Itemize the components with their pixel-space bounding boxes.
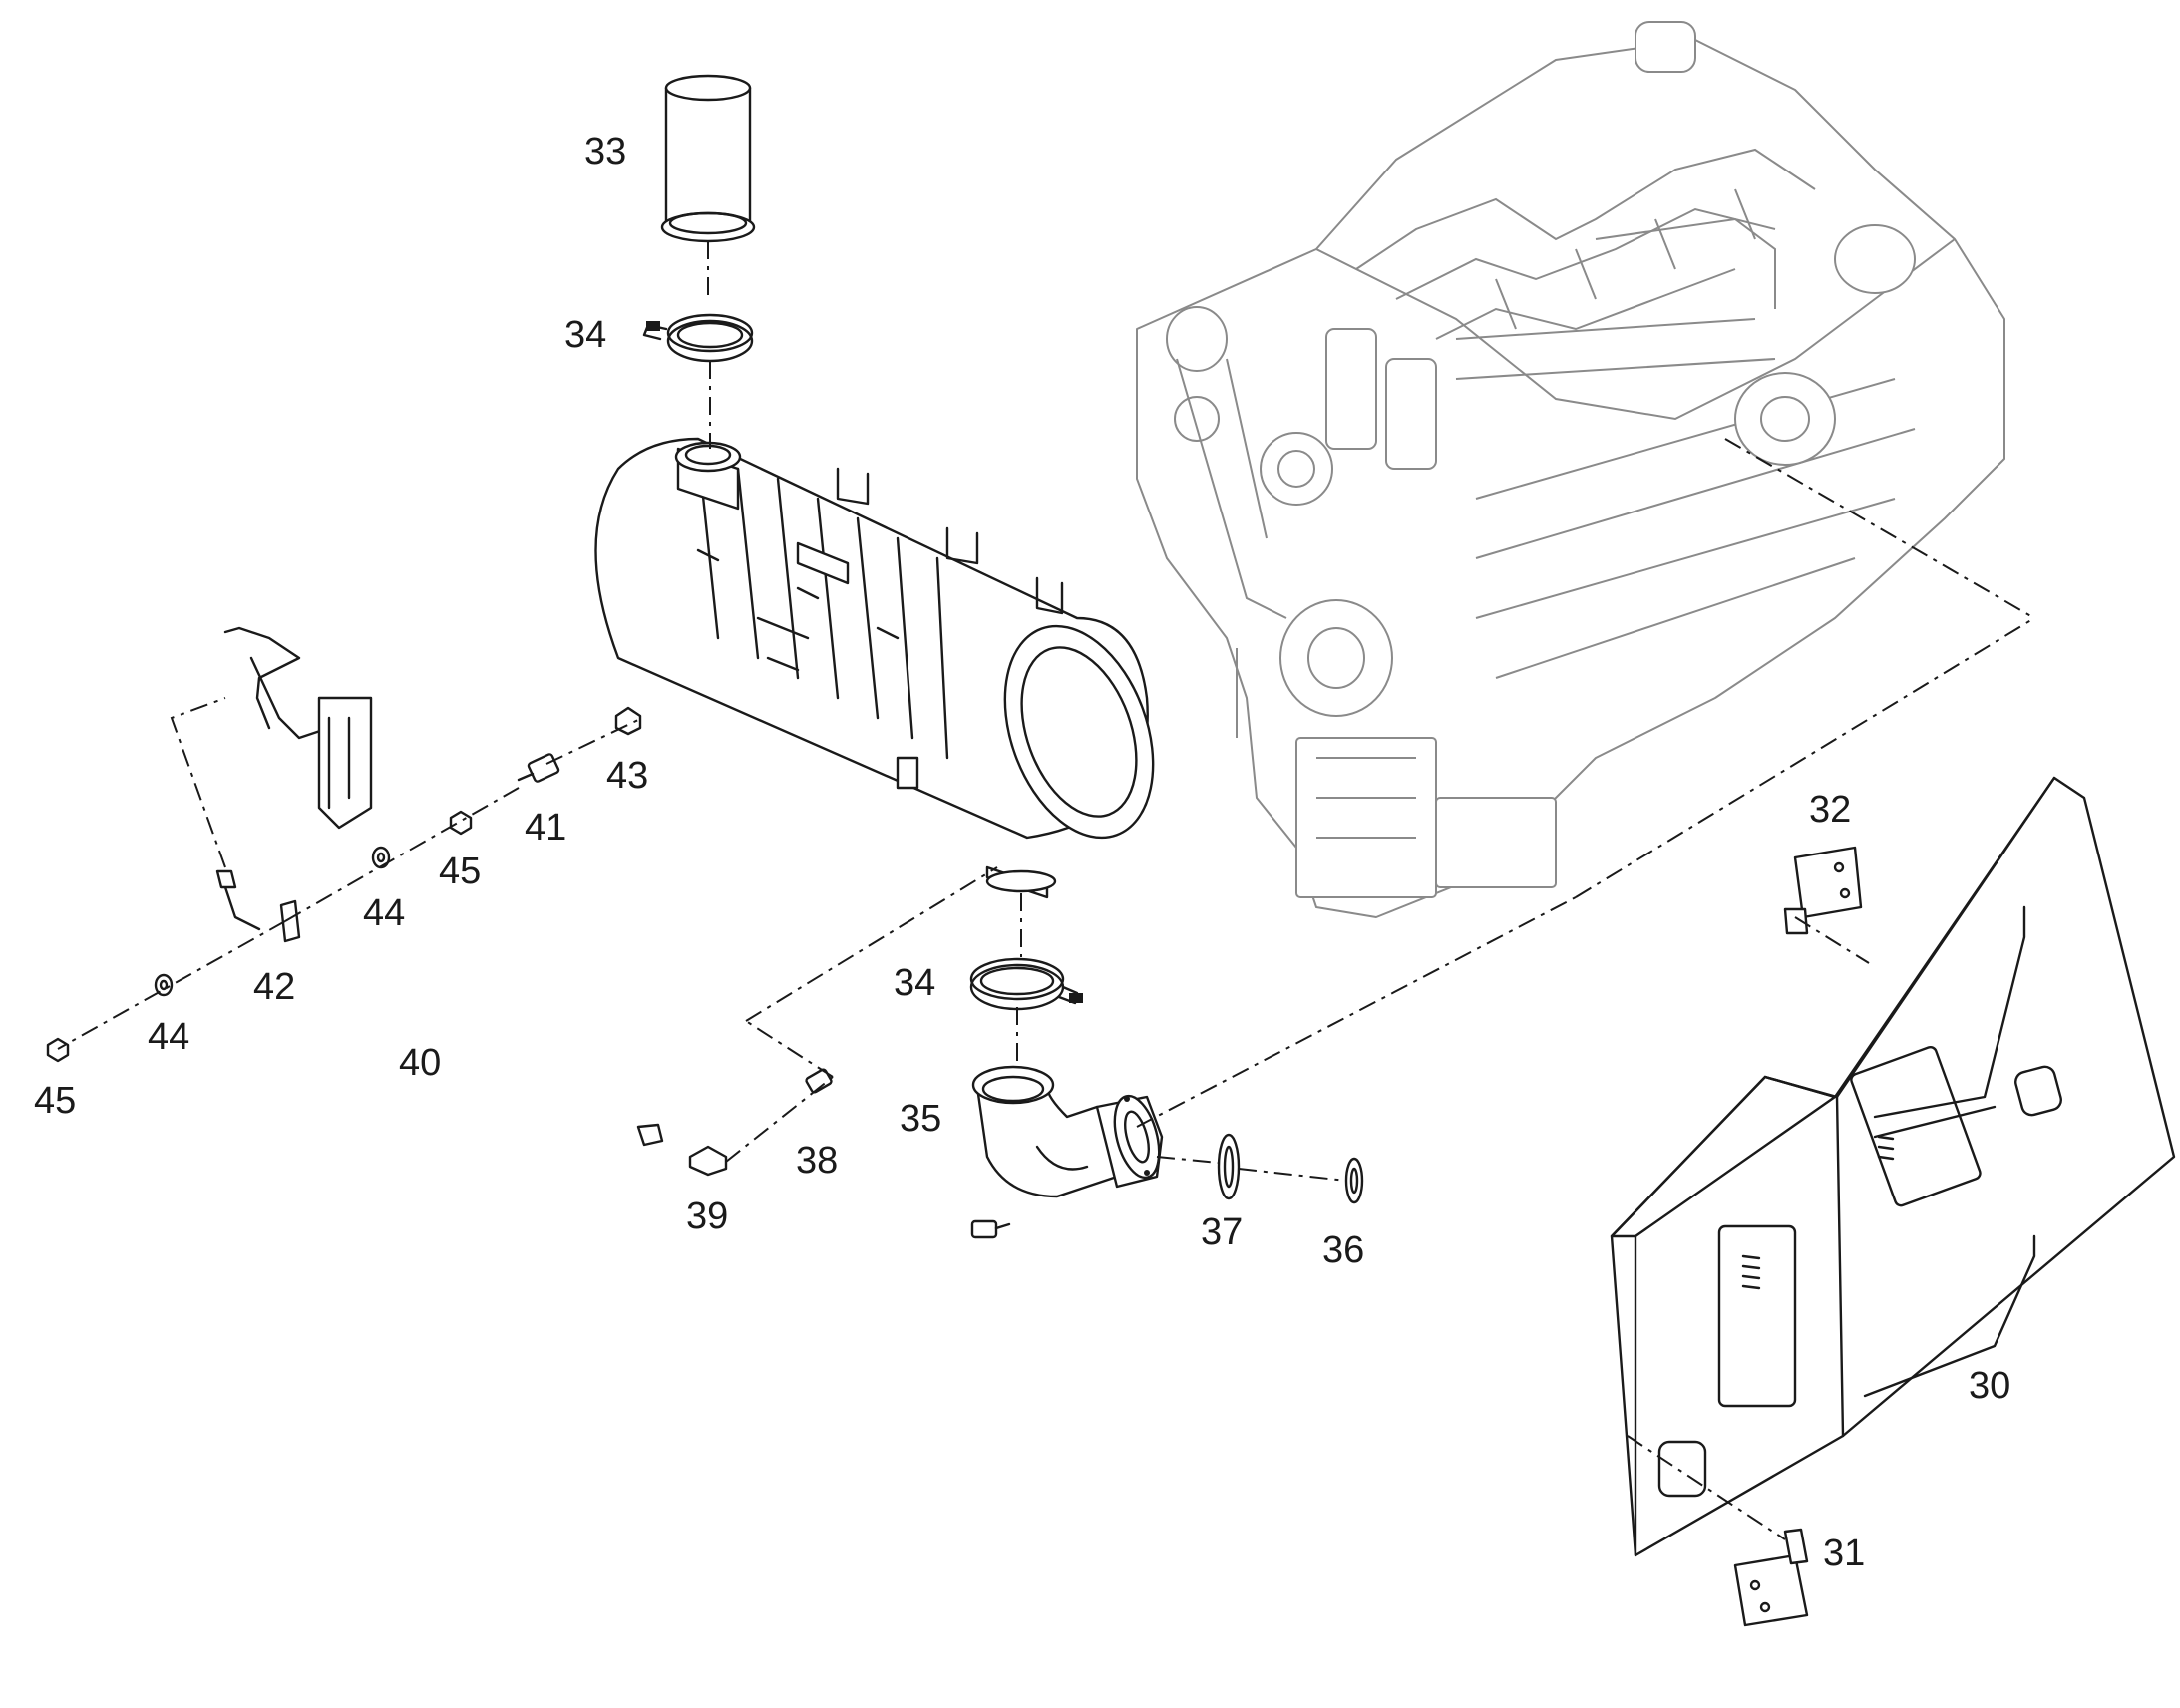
callout-38: 38: [796, 1140, 838, 1182]
callout-31: 31: [1823, 1533, 1865, 1574]
muffler-icon: [594, 437, 1155, 899]
callout-39: 39: [686, 1196, 728, 1237]
panel-icon: [1610, 776, 2176, 1557]
clamp-icon: [969, 957, 1083, 1011]
washer-44b-icon: [154, 973, 174, 997]
nut-45a-icon: [449, 810, 473, 836]
nut-45b-icon: [46, 1037, 70, 1063]
fitting-38-icon: [805, 1068, 833, 1094]
callout-43: 43: [606, 755, 648, 797]
elbow-pipe-icon: [970, 1065, 1164, 1239]
callout-36: 36: [1322, 1229, 1364, 1271]
gasket-36-icon: [1344, 1157, 1364, 1204]
callout-41: 41: [525, 807, 566, 849]
gasket-37-icon: [1217, 1133, 1241, 1200]
callout-45-upper: 45: [439, 851, 481, 892]
engine-icon: [1136, 21, 2005, 918]
washer-44a-icon: [371, 846, 391, 869]
clamp-icon: [642, 313, 754, 363]
callout-44-upper: 44: [363, 892, 405, 934]
callout-44-lower: 44: [148, 1016, 189, 1058]
callout-34-lower: 34: [894, 962, 935, 1004]
callout-35: 35: [900, 1098, 941, 1140]
callout-33: 33: [584, 131, 626, 172]
tube-icon: [215, 626, 664, 1147]
filter-element-icon: [660, 74, 756, 243]
leader-lines: [57, 241, 2035, 1540]
callout-45-lower: 45: [34, 1080, 76, 1122]
callout-37: 37: [1201, 1211, 1243, 1253]
fitting-39-icon: [688, 1145, 728, 1177]
hinge-icon: [1733, 1528, 1809, 1627]
callout-40: 40: [399, 1042, 441, 1084]
fitting-41-icon: [517, 753, 560, 783]
callout-42: 42: [253, 966, 295, 1008]
callout-32: 32: [1809, 789, 1851, 831]
callout-labels: 33 34 34 35 36 37 38 39 40 41 42 43 44 4…: [34, 131, 2010, 1574]
callout-34-top: 34: [564, 314, 606, 356]
callout-30: 30: [1969, 1365, 2010, 1407]
hinge-icon: [1783, 846, 1863, 935]
